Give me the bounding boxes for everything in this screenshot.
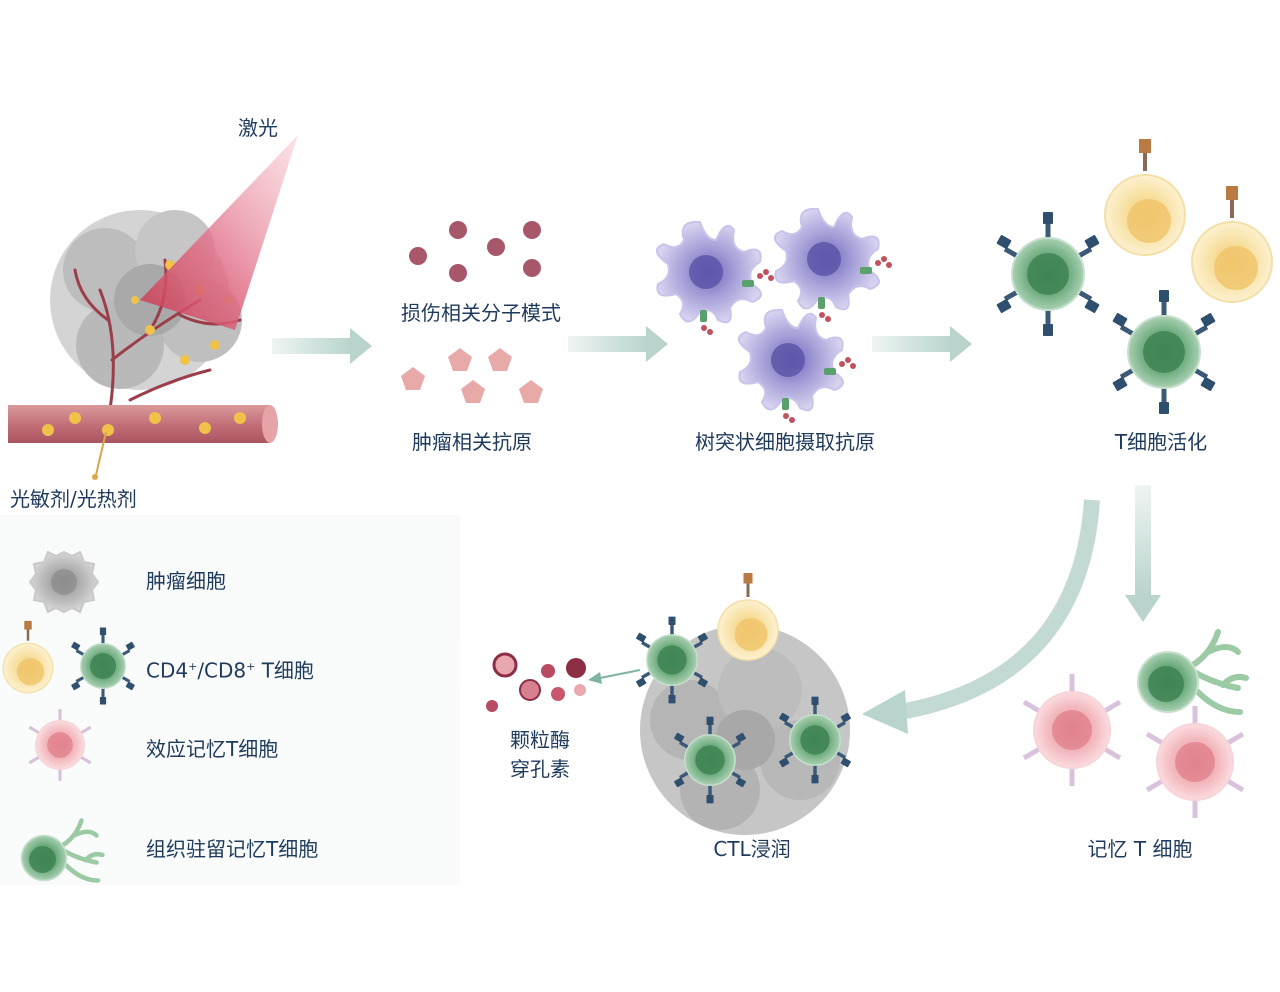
label-perforin: 穿孔素: [510, 757, 570, 781]
legend-green-t-cell-icon: [69, 626, 137, 706]
blood-vessel: [8, 405, 278, 480]
label-granzyme: 颗粒酶: [510, 728, 570, 752]
label-ctl: CTL浸润: [713, 837, 791, 861]
label-photosensitizer: 光敏剂/光热剂: [10, 487, 137, 511]
ctl-tumor-cluster: [640, 625, 850, 835]
dendritic-cell-2: [773, 207, 893, 323]
legend-label-t-cell: CD4+/CD8+ T细胞: [146, 658, 314, 683]
label-t-activation: T细胞活化: [1114, 430, 1208, 454]
legend-label-tumor-cell: 肿瘤细胞: [146, 569, 226, 593]
label-dc-uptake: 树突状细胞摄取抗原: [695, 430, 875, 454]
tumor-antigens: [401, 348, 543, 403]
dendritic-cell-3: [737, 308, 857, 424]
t-cell-green-2: [1112, 290, 1215, 414]
arrow-right-1: [272, 328, 372, 364]
t-cell-green-1: [996, 212, 1099, 336]
legend-yellow-t-cell-icon: [2, 620, 54, 694]
arrow-right-2: [568, 326, 668, 362]
damp-particles: [409, 221, 541, 282]
arrow-down-memory: [1125, 485, 1161, 622]
legend-trm-icon: [22, 821, 103, 881]
label-taa: 肿瘤相关抗原: [412, 430, 532, 454]
ctl-t-cell-yellow: [717, 572, 779, 661]
legend-tumor-cell-icon: [29, 551, 99, 613]
t-cell-yellow-2: [1191, 185, 1273, 303]
t-cell-yellow-1: [1104, 138, 1186, 256]
memory-effector-cell-1: [1024, 674, 1120, 786]
laser-beam: [140, 135, 298, 330]
legend-effector-memory-icon: [27, 707, 93, 783]
memory-trm-cell: [1138, 632, 1246, 712]
memory-effector-cell-2: [1147, 706, 1243, 818]
legend-label-tissue-resident: 组织驻留记忆T细胞: [146, 837, 319, 861]
arrow-right-3: [872, 326, 972, 362]
label-laser: 激光: [238, 116, 278, 140]
dendritic-cell-1: [655, 220, 775, 336]
label-memory-t: 记忆 T 细胞: [1087, 837, 1193, 861]
legend-label-effector-memory: 效应记忆T细胞: [146, 737, 279, 761]
arrow-curve-to-ctl: [862, 499, 1100, 734]
arrow-release-granzyme: [588, 669, 641, 684]
label-damp: 损伤相关分子模式: [401, 301, 561, 325]
granzyme-particles: [486, 652, 586, 712]
